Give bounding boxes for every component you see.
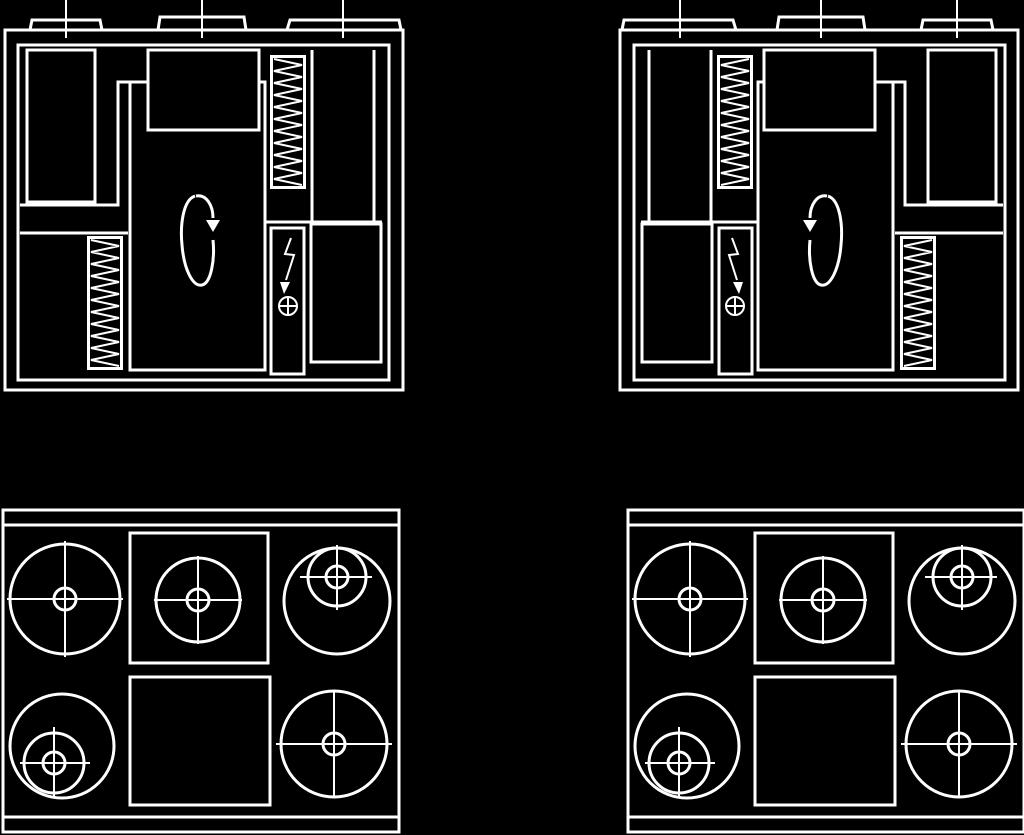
top-view-right [628,510,1024,832]
top-view-left [3,510,399,832]
front-view-left [5,0,403,390]
front-view-right [620,0,1018,390]
